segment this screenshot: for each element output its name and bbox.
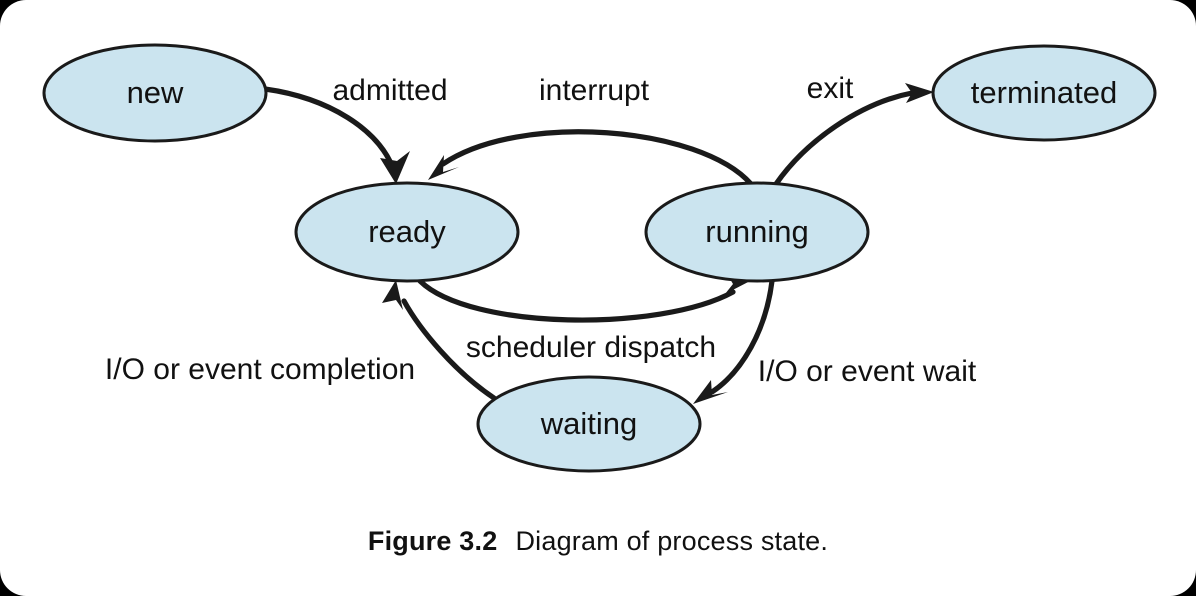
edge-io-event-completion-arrowhead (382, 280, 403, 310)
node-terminated-shape[interactable] (931, 44, 1157, 142)
node-ready-label: ready (368, 214, 446, 249)
edge-exit-path (773, 90, 915, 187)
edge-scheduler-dispatch: scheduler dispatch (417, 272, 752, 364)
node-new-label: new (127, 75, 184, 110)
edge-interrupt-arrowhead (428, 155, 459, 180)
edge-admitted: admitted (262, 74, 448, 184)
node-terminated[interactable]: terminated (931, 44, 1157, 142)
edge-interrupt-label: interrupt (539, 74, 650, 107)
edge-interrupt-path (440, 129, 754, 187)
node-running[interactable]: running (644, 181, 870, 283)
edge-io-event-wait-path (709, 278, 775, 395)
node-running-label: running (705, 214, 808, 249)
edge-io-event-wait-arrowhead (693, 380, 728, 404)
node-waiting-shape[interactable] (476, 375, 702, 473)
edge-io-event-wait: I/O or event wait (693, 278, 977, 404)
edge-admitted-arrowhead (380, 151, 410, 184)
node-new[interactable]: new (42, 43, 268, 143)
edge-io-event-completion-path (401, 298, 497, 401)
node-ready[interactable]: ready (294, 181, 520, 283)
figure-caption-label: Figure 3.2 (367, 526, 498, 556)
edge-exit-label: exit (807, 72, 854, 105)
node-waiting-label: waiting (540, 406, 638, 441)
figure-caption-text: Diagram of process state. (515, 526, 829, 556)
edge-scheduler-dispatch-path (417, 278, 736, 323)
edge-scheduler-dispatch-label: scheduler dispatch (466, 331, 716, 364)
edge-io-event-completion: I/O or event completion (105, 280, 497, 401)
node-new-shape[interactable] (42, 43, 268, 143)
figure-caption: Figure 3.2 Diagram of process state. (0, 526, 1196, 557)
edge-admitted-path (262, 86, 396, 171)
edge-interrupt: interrupt (428, 74, 754, 187)
node-ready-shape[interactable] (294, 181, 520, 283)
edge-io-event-completion-label: I/O or event completion (105, 353, 415, 386)
edge-admitted-label: admitted (332, 74, 447, 107)
edge-exit: exit (773, 72, 934, 187)
node-running-shape[interactable] (644, 181, 870, 283)
node-waiting[interactable]: waiting (476, 375, 702, 473)
edge-io-event-wait-label: I/O or event wait (758, 355, 977, 388)
node-terminated-label: terminated (971, 75, 1117, 110)
edge-exit-arrowhead (905, 83, 934, 103)
